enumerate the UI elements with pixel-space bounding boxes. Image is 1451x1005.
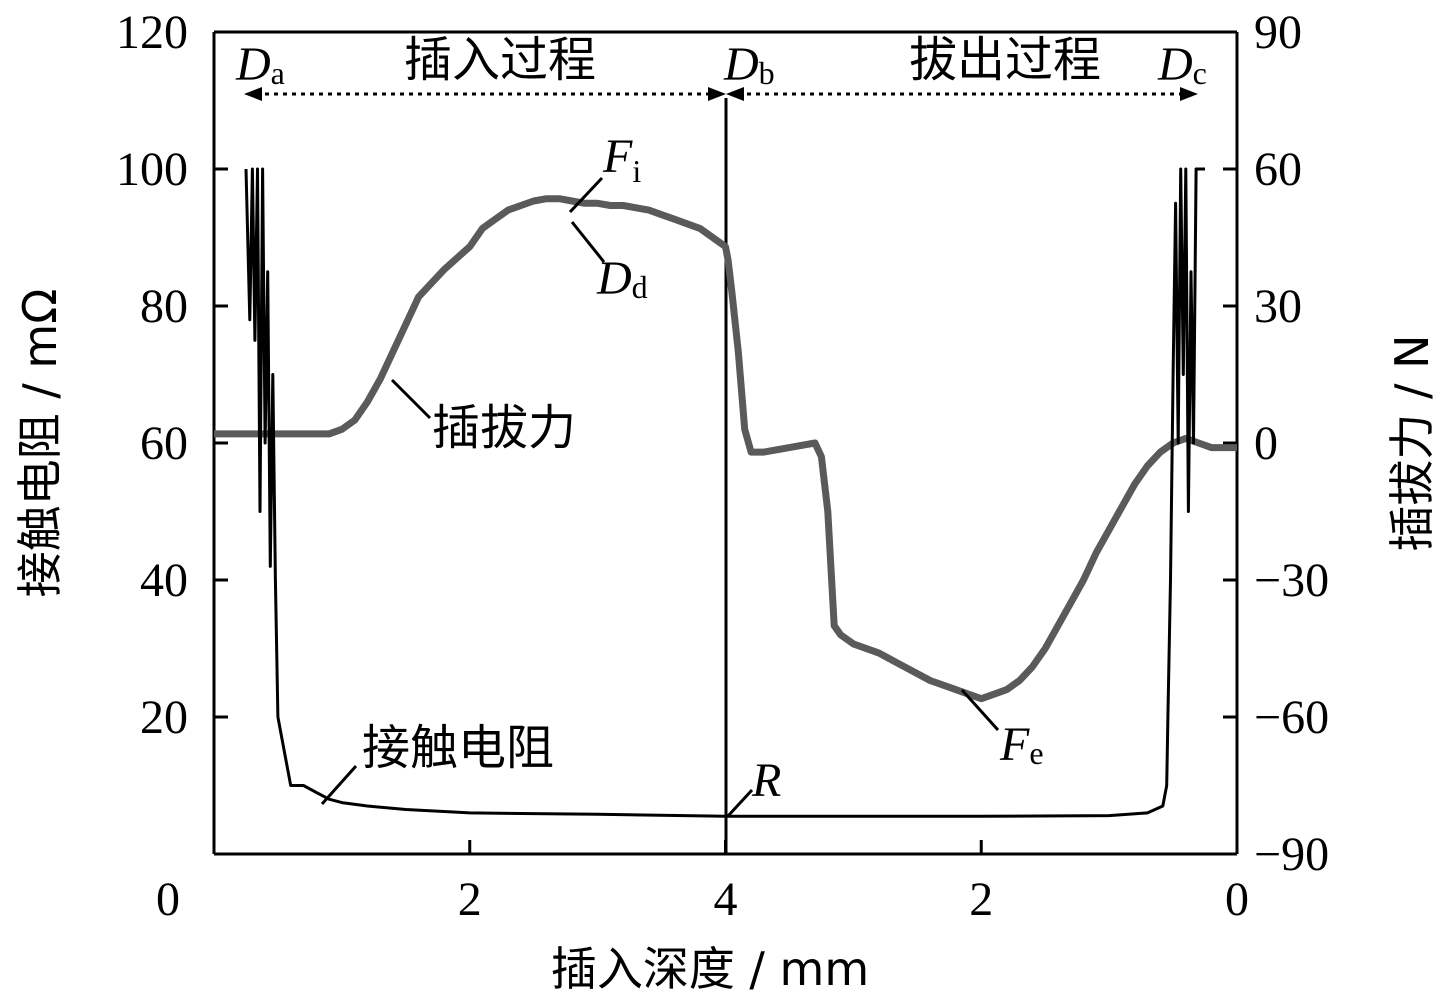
x-axis-ticks: 2 4 2 0 <box>458 840 1249 926</box>
point-dd-label: Dd <box>596 252 648 305</box>
force-series-line <box>214 195 1237 703</box>
fi-leader <box>568 176 604 214</box>
point-dc-label: Dc <box>1157 38 1207 91</box>
y-right-tick-label: −30 <box>1254 554 1329 607</box>
point-da-label: Da <box>235 38 285 91</box>
point-r-label: R <box>751 754 781 807</box>
y-left-axis-title: 接触电阻 / mΩ <box>13 289 67 598</box>
y-left-tick-label: 40 <box>140 554 188 607</box>
y-right-tick-label: −60 <box>1254 691 1329 744</box>
insertion-phase-label: 插入过程 <box>404 32 596 88</box>
x-tick-label: 2 <box>969 873 993 926</box>
y-left-tick-label: 120 <box>116 6 188 59</box>
x-tick-label: 0 <box>1225 873 1249 926</box>
r-leader <box>726 788 754 818</box>
dd-leader <box>570 221 606 263</box>
point-fe-label: Fe <box>999 718 1044 771</box>
y-left-tick-label: 20 <box>140 691 188 744</box>
resistance-curve-label: 接触电阻 <box>362 720 554 776</box>
point-fi-label: Fi <box>602 130 641 189</box>
extraction-phase-label: 拔出过程 <box>909 32 1101 88</box>
y-right-axis-title: 插拔力 / N <box>1385 334 1439 551</box>
y-left-tick-label: 60 <box>140 417 188 470</box>
y-right-tick-label: 0 <box>1254 417 1278 470</box>
y-right-tick-label: 30 <box>1254 280 1302 333</box>
x-tick-label-origin: 0 <box>156 873 180 926</box>
y-right-tick-label: 90 <box>1254 6 1302 59</box>
force-curve-label: 插拔力 <box>432 400 576 456</box>
x-tick-label: 2 <box>458 873 482 926</box>
extraction-arrowhead-right <box>1180 87 1198 101</box>
x-axis-title: 插入深度 / mm <box>551 942 869 996</box>
resistance-curve-leader <box>320 764 358 806</box>
phase-arrows <box>244 87 1198 101</box>
extraction-arrowhead-left <box>726 87 744 101</box>
y-left-tick-label: 80 <box>140 280 188 333</box>
annotations: Fi Dd 插拔力 接触电阻 R Fe <box>320 130 1044 818</box>
force-curve-leader <box>390 378 432 420</box>
resistance-series-line <box>244 167 1205 818</box>
y-right-tick-label: −90 <box>1254 828 1329 881</box>
fe-leader <box>960 688 1000 732</box>
y-left-axis-ticks: 20 40 60 80 100 120 <box>116 6 228 744</box>
y-right-tick-label: 60 <box>1254 143 1302 196</box>
x-tick-label: 4 <box>714 873 738 926</box>
y-right-axis-ticks: 90 60 30 0 −30 −60 −90 <box>1223 6 1329 881</box>
insertion-arrowhead-right <box>708 87 726 101</box>
y-left-tick-label: 100 <box>116 143 188 196</box>
point-db-label: Db <box>723 38 775 91</box>
insertion-arrowhead-left <box>244 87 262 101</box>
